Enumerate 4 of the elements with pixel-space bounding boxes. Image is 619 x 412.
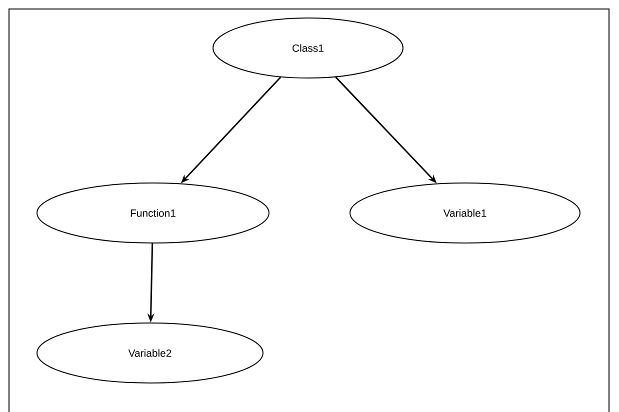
ellipse-node: Class1 bbox=[212, 18, 404, 78]
ellipse-node: Variable2 bbox=[36, 322, 264, 384]
ellipse-node: Function1 bbox=[36, 182, 270, 244]
ellipse-node: Variable1 bbox=[350, 182, 580, 244]
